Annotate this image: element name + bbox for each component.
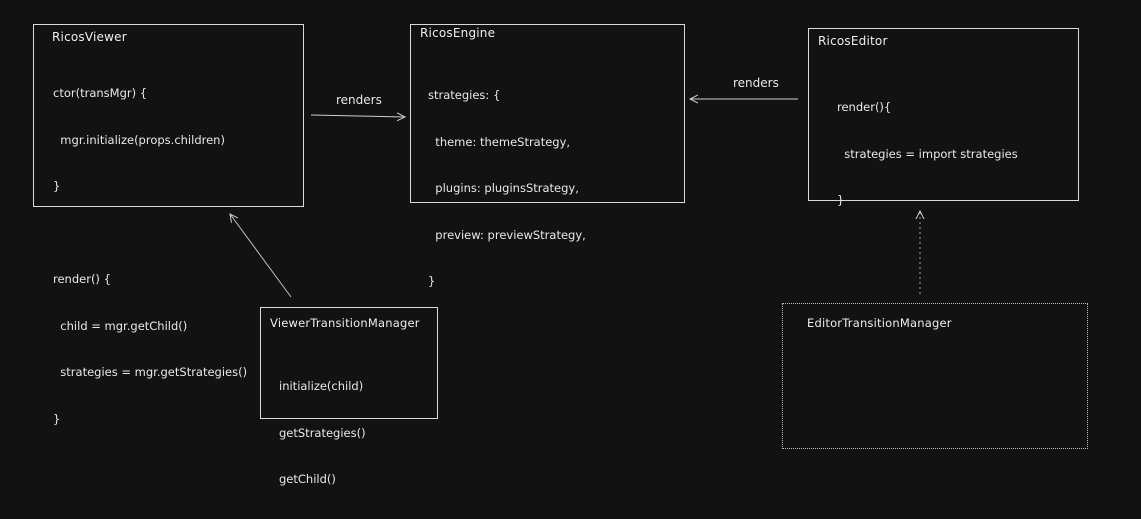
node-editor-transition-manager	[782, 303, 1088, 449]
code-line: render(){	[837, 100, 892, 114]
code-line: initialize(child)	[279, 379, 364, 393]
diagram-canvas: RicosViewer ctor(transMgr) { mgr.initial…	[0, 0, 1141, 486]
code-line: strategies = import strategies	[837, 146, 1018, 161]
code-line: preview: previewStrategy,	[428, 227, 586, 242]
code-line: }	[837, 193, 845, 207]
node-ricos-engine	[410, 24, 685, 203]
diagram-edges	[0, 0, 1141, 298]
code-line: strategies: {	[428, 88, 501, 102]
node-ricos-engine-title: RicosEngine	[420, 26, 496, 40]
code-line: getChild()	[279, 472, 336, 486]
code-line: getStrategies()	[279, 425, 366, 440]
code-line: ctor(transMgr) {	[53, 86, 148, 100]
code-line: plugins: pluginsStrategy,	[428, 181, 579, 195]
node-ricos-viewer-code: ctor(transMgr) { mgr.initialize(props.ch…	[53, 55, 247, 458]
code-line: render() {	[53, 272, 111, 286]
node-ricos-engine-code: strategies: { theme: themeStrategy, plug…	[428, 57, 586, 321]
code-line: child = mgr.getChild()	[53, 318, 188, 333]
node-viewer-transition-manager	[260, 307, 438, 419]
node-ricos-editor	[808, 28, 1079, 201]
code-line: theme: themeStrategy,	[428, 134, 571, 149]
node-editor-transition-manager-title: EditorTransitionManager	[807, 316, 952, 330]
code-line	[53, 226, 247, 242]
node-ricos-editor-title: RicosEditor	[818, 34, 888, 48]
code-line: strategies = mgr.getStrategies()	[53, 365, 248, 379]
node-ricos-editor-code: render(){ strategies = import strategies…	[837, 69, 1018, 240]
edge-viewer-to-engine	[310, 115, 405, 117]
code-line: mgr.initialize(props.children)	[53, 132, 225, 147]
code-line: }	[428, 274, 436, 288]
node-ricos-viewer	[33, 24, 304, 207]
code-line: }	[53, 411, 61, 426]
edge-label-editor-renders: renders	[733, 76, 779, 90]
edge-viewertm-to-viewer	[230, 214, 292, 298]
node-ricos-viewer-title: RicosViewer	[52, 30, 127, 44]
node-viewer-transition-manager-title: ViewerTransitionManager	[270, 316, 420, 330]
edge-label-viewer-renders: renders	[336, 93, 382, 107]
node-viewer-transition-manager-code: initialize(child) getStrategies() getChi…	[279, 348, 366, 519]
code-line: }	[53, 179, 61, 193]
